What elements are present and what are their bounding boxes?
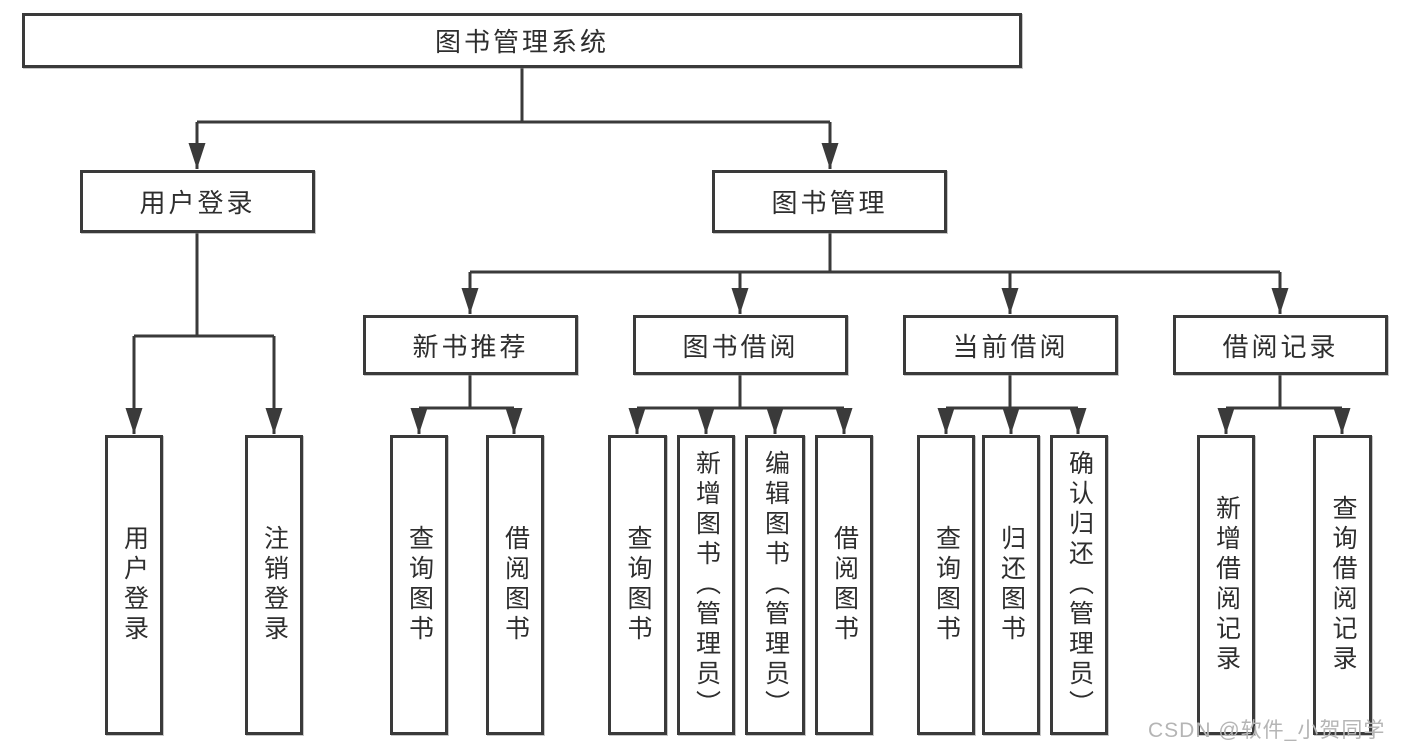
node-new-book-recommend: 新书推荐 bbox=[363, 315, 578, 375]
node-borrow-records: 借阅记录 bbox=[1173, 315, 1388, 375]
connector-new-book-recommend bbox=[419, 375, 514, 410]
watermark: CSDN @软件_小贺同学 bbox=[1148, 719, 1386, 742]
connector-book-borrow bbox=[637, 375, 844, 410]
leaf-records-add-record: 新增借阅记录 bbox=[1197, 435, 1255, 735]
node-book-borrow: 图书借阅 bbox=[633, 315, 848, 375]
leaf-borrow-add-books-admin: 新增图书（管理员） bbox=[677, 435, 735, 735]
connector-user-login bbox=[134, 233, 274, 338]
leaf-logout: 注销登录 bbox=[245, 435, 303, 735]
leaf-borrow-edit-books-admin: 编辑图书（管理员） bbox=[745, 435, 805, 735]
leaf-borrow-borrow-books: 借阅图书 bbox=[815, 435, 873, 735]
connector-book-management bbox=[470, 233, 1280, 274]
node-current-borrow: 当前借阅 bbox=[903, 315, 1118, 375]
connector-borrow-records bbox=[1226, 375, 1342, 410]
leaf-current-query-books: 查询图书 bbox=[917, 435, 975, 735]
node-user-login: 用户登录 bbox=[80, 170, 315, 233]
node-book-management: 图书管理 bbox=[712, 170, 947, 233]
leaf-borrow-query-books: 查询图书 bbox=[608, 435, 667, 735]
leaf-current-return-books: 归还图书 bbox=[982, 435, 1040, 735]
leaf-user-login: 用户登录 bbox=[105, 435, 163, 735]
connector-root bbox=[197, 68, 830, 124]
connector-current-borrow bbox=[946, 375, 1078, 410]
node-root: 图书管理系统 bbox=[22, 13, 1022, 68]
leaf-current-confirm-return-admin: 确认归还（管理员） bbox=[1050, 435, 1108, 735]
leaf-records-query-record: 查询借阅记录 bbox=[1313, 435, 1372, 735]
leaf-newbook-borrow-books: 借阅图书 bbox=[486, 435, 544, 735]
leaf-newbook-query-books: 查询图书 bbox=[390, 435, 448, 735]
